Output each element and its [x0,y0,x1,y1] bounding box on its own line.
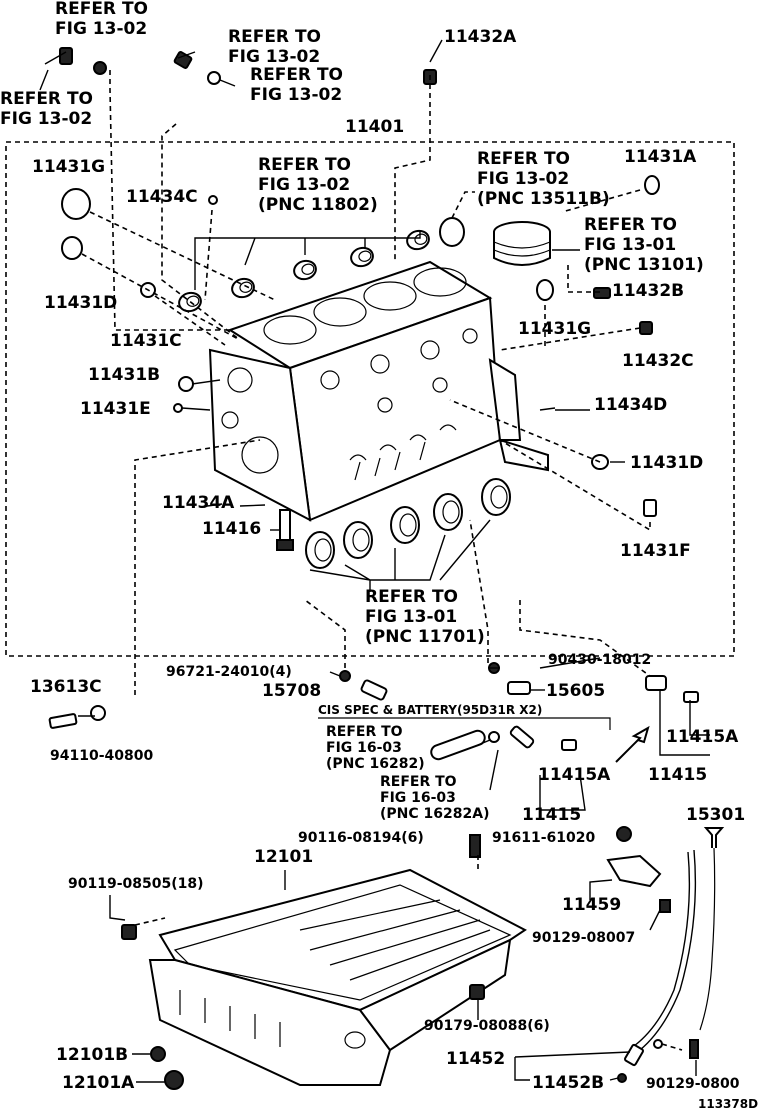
label-90116-08194: 90116-08194(6) [298,830,424,846]
label-96721-24010: 96721-24010(4) [166,664,292,680]
expansion-plugs [61,175,660,470]
label-11431E: 11431E [80,399,151,419]
label-line: (PNC 16282) [326,756,425,772]
label-line: (PNC 11802) [258,195,378,215]
label-11432C: 11432C [622,351,694,371]
label-11431A: 11431A [624,147,697,167]
label-line: FIG 13-01 [365,607,457,627]
label-11415-mid: 11415 [522,805,581,825]
label-90129-08007-upper: 90129-08007 [532,930,635,946]
cylinder-block [208,260,549,522]
label-11401: 11401 [345,117,404,137]
label-line: FIG 13-02 [250,85,342,105]
label-11431G: 11431G [32,157,105,177]
assembly-boundary [5,141,735,657]
label-90179-08088: 90179-08088(6) [424,1018,550,1034]
label-11415A-mid: 11415A [538,765,611,785]
label-15605: 15605 [546,681,605,701]
dipstick [617,827,725,1083]
label-11452B: 11452B [532,1073,604,1093]
label-11434D: 11434D [594,395,667,415]
label-11415A-right: 11415A [666,727,739,747]
label-11434A: 11434A [162,493,235,513]
label-line: (PNC 16282A) [380,806,489,822]
oil-pan [148,868,527,1086]
label-15301: 15301 [686,805,745,825]
label-11416: 11416 [202,519,261,539]
label-11432B: 11432B [612,281,684,301]
label-11431C: 11431C [110,331,182,351]
label-11434C: 11434C [126,187,198,207]
label-15708: 15708 [262,681,321,701]
leader-lines [39,39,710,1083]
figure-code: 113378D [698,1097,758,1111]
label-line: (PNC 13101) [584,255,704,275]
label-line: FIG 13-02 [258,175,350,195]
label-94110-40800: 94110-40800 [50,748,153,764]
label-11452: 11452 [446,1049,505,1069]
label-line: FIG 13-02 [228,47,320,67]
label-90430-18012: 90430-18012 [548,652,651,668]
label-11415-right: 11415 [648,765,707,785]
label-line: FIG 16-03 [380,790,456,806]
label-line: FIG 13-02 [55,19,147,39]
label-12101B: 12101B [56,1045,128,1065]
label-12101A: 12101A [62,1073,135,1093]
label-11431B: 11431B [88,365,160,385]
label-line: (PNC 13511B) [477,189,610,209]
cis-spec-note: CIS SPEC & BATTERY(95D31R X2) [318,703,542,717]
label-line: (PNC 11701) [365,627,485,647]
label-91611-61020: 91611-61020 [492,830,595,846]
bracket-11459 [606,826,671,913]
label-11431G-right: 11431G [518,319,591,339]
label-11431F: 11431F [620,541,691,561]
piston [493,221,551,266]
label-line: FIG 13-01 [584,235,676,255]
label-12101: 12101 [254,847,313,867]
label-13613C: 13613C [30,677,102,697]
oil-pan-fasteners [121,834,485,1090]
label-line: FIG 13-02 [477,169,569,189]
bolt-11416 [276,509,294,551]
label-90129-08007-lower: 90129-0800 [646,1076,740,1092]
label-line: FIG 13-02 [0,109,92,129]
bearing-inserts-lower [305,478,511,569]
direction-arrow [615,725,650,763]
label-11432A: 11432A [444,27,517,47]
label-line: FIG 16-03 [326,740,402,756]
label-11459: 11459 [562,895,621,915]
label-90119-08505: 90119-08505(18) [68,876,204,892]
fittings [59,47,657,517]
label-11431D-left: 11431D [44,293,117,313]
label-11431D-right: 11431D [630,453,703,473]
